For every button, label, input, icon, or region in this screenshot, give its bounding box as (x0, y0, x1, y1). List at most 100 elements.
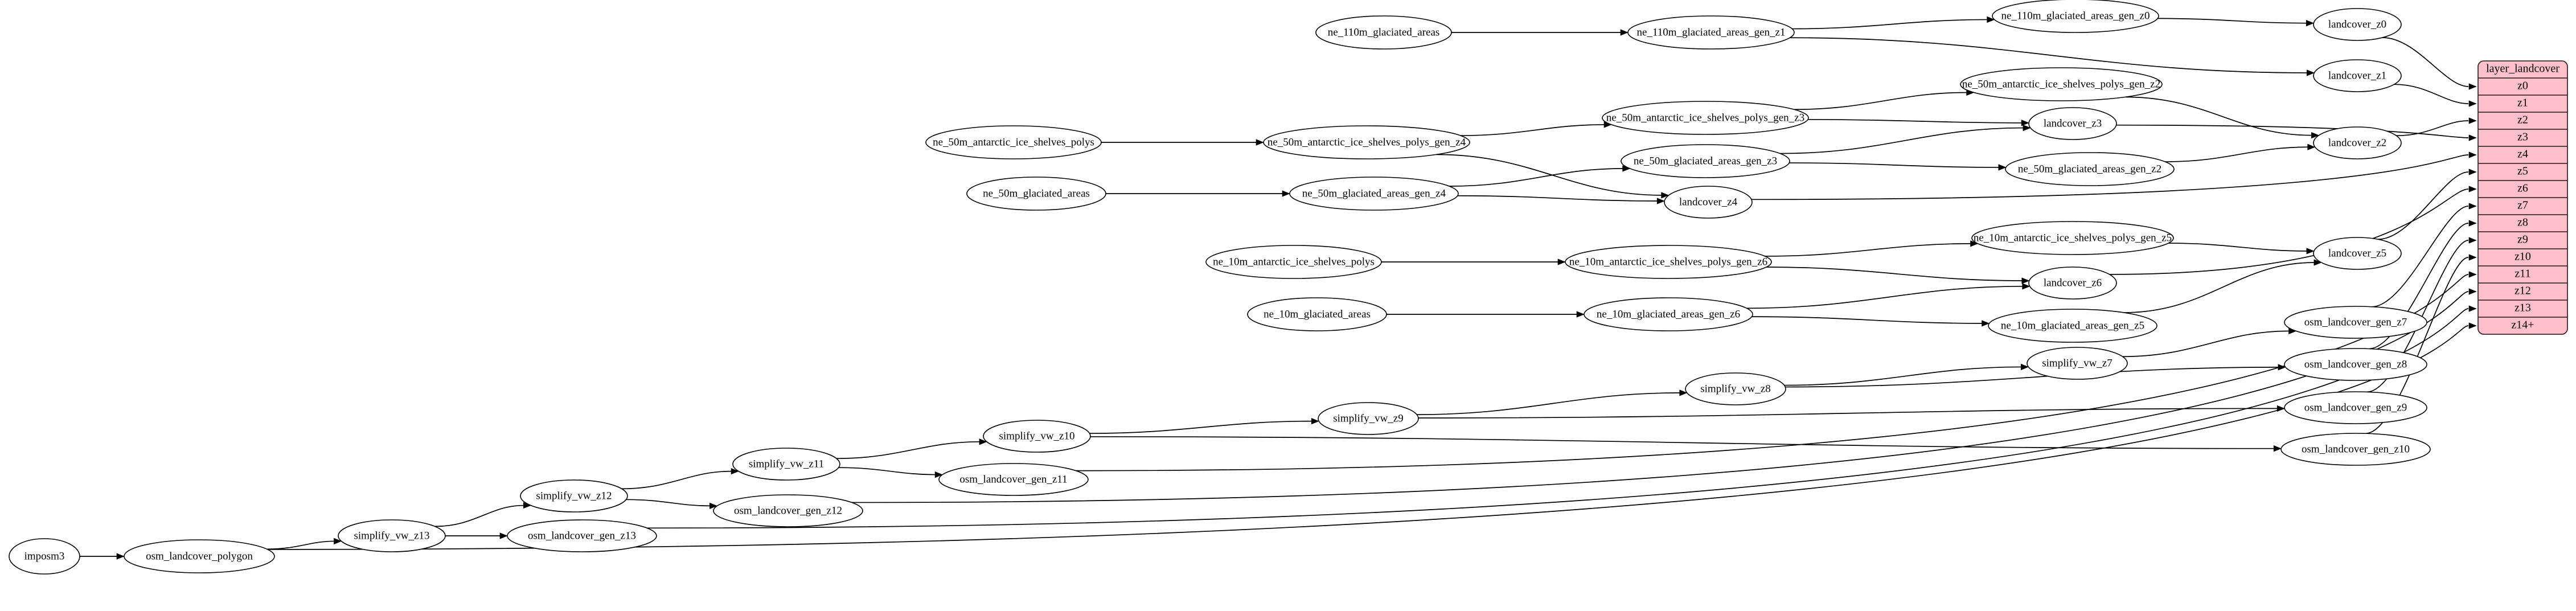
node-shape (2313, 8, 2402, 41)
graph-node-landcover_z6[interactable]: landcover_z6 (2028, 266, 2117, 300)
edge-arrowhead (1679, 389, 1688, 396)
node-label: ne_50m_antarctic_ice_shelves_polys (933, 136, 1094, 148)
graph-node-ne_50m_antarctic_ice_shelves_polys_gen_z4[interactable]: ne_50m_antarctic_ice_shelves_polys_gen_z… (1263, 125, 1470, 159)
graph-node-landcover_z2[interactable]: landcover_z2 (2313, 126, 2402, 159)
graph-node-landcover_z0[interactable]: landcover_z0 (2313, 8, 2402, 41)
edge-arrowhead (2311, 132, 2320, 139)
table-row-z13[interactable]: z13 (2515, 302, 2531, 314)
graph-node-ne_110m_glaciated_areas_gen_z1[interactable]: ne_110m_glaciated_areas_gen_z1 (1627, 15, 1795, 50)
graph-node-ne_50m_glaciated_areas_gen_z3[interactable]: ne_50m_glaciated_areas_gen_z3 (1621, 144, 1790, 178)
graph-node-ne_10m_antarctic_ice_shelves_polys_gen_z6[interactable]: ne_10m_antarctic_ice_shelves_polys_gen_z… (1565, 245, 1772, 279)
graph-edge-ne_50m_antarctic_ice_shelves_polys_gen_z4-to-ne_50m_antarctic_ice_shelves_polys_gen_z3 (1460, 124, 1605, 136)
graph-node-landcover_z5[interactable]: landcover_z5 (2313, 237, 2402, 270)
edge-arrowhead (2021, 277, 2030, 284)
edge-arrowhead (2278, 364, 2286, 371)
graph-node-ne_10m_antarctic_ice_shelves_polys_gen_z5[interactable]: ne_10m_antarctic_ice_shelves_polys_gen_z… (1971, 221, 2174, 255)
edge-arrowhead (731, 468, 739, 475)
table-row-z2[interactable]: z2 (2517, 114, 2528, 126)
node-label: simplify_vw_z10 (999, 430, 1075, 442)
graph-node-ne_50m_antarctic_ice_shelves_polys[interactable]: ne_50m_antarctic_ice_shelves_polys (925, 125, 1102, 159)
graph-node-osm_landcover_gen_z7[interactable]: osm_landcover_gen_z7 (2284, 306, 2427, 339)
edge-arrowhead (2468, 151, 2477, 158)
edge-arrowhead (1557, 259, 1566, 265)
table-row-z0[interactable]: z0 (2517, 80, 2528, 92)
graph-edge-ne_10m_glaciated_areas_gen_z5-to-landcover_z5 (2124, 262, 2314, 313)
graph-node-ne_10m_glaciated_areas[interactable]: ne_10m_glaciated_areas (1247, 297, 1387, 331)
graph-edge-simplify_vw_z11-to-simplify_vw_z10 (836, 441, 979, 460)
node-shape (2028, 107, 2117, 140)
graph-edge-ne_110m_glaciated_areas_gen_z1-to-ne_110m_glaciated_areas_gen_z0 (1792, 19, 1987, 30)
graph-node-ne_50m_glaciated_areas_gen_z4[interactable]: ne_50m_glaciated_areas_gen_z4 (1289, 177, 1459, 211)
graph-node-ne_110m_glaciated_areas[interactable]: ne_110m_glaciated_areas (1315, 15, 1452, 50)
node-shape (507, 519, 657, 552)
edge-arrowhead (334, 538, 342, 545)
node-label: ne_50m_glaciated_areas_gen_z4 (1302, 187, 1446, 199)
graph-node-osm_landcover_gen_z10[interactable]: osm_landcover_gen_z10 (2280, 433, 2431, 466)
graph-node-simplify_vw_z8[interactable]: simplify_vw_z8 (1685, 372, 1786, 405)
edge-arrowhead (979, 438, 987, 445)
graph-node-landcover_z4[interactable]: landcover_z4 (1664, 186, 1753, 219)
graph-edge-landcover_z6-to-layer_landcover_z6 (2109, 188, 2469, 275)
node-shape (2027, 347, 2128, 380)
layer-landcover-table-header: layer_landcover (2486, 63, 2559, 75)
graph-node-landcover_z3[interactable]: landcover_z3 (2028, 107, 2117, 140)
graph-edge-osm_landcover_gen_z13-to-layer_landcover_z13 (647, 308, 2469, 529)
graph-node-simplify_vw_z9[interactable]: simplify_vw_z9 (1318, 402, 1419, 435)
graph-node-simplify_vw_z13[interactable]: simplify_vw_z13 (338, 519, 446, 552)
graph-node-simplify_vw_z12[interactable]: simplify_vw_z12 (520, 479, 628, 512)
graph-node-ne_10m_glaciated_areas_gen_z6[interactable]: ne_10m_glaciated_areas_gen_z6 (1584, 297, 1753, 331)
graph-node-simplify_vw_z7[interactable]: simplify_vw_z7 (2027, 347, 2128, 380)
table-row-z12[interactable]: z12 (2515, 285, 2531, 297)
graph-node-simplify_vw_z10[interactable]: simplify_vw_z10 (983, 420, 1091, 453)
edge-arrowhead (1256, 139, 1264, 146)
graph-node-ne_50m_antarctic_ice_shelves_polys_gen_z2[interactable]: ne_50m_antarctic_ice_shelves_polys_gen_z… (1960, 67, 2163, 101)
table-row-z10[interactable]: z10 (2515, 251, 2531, 263)
graph-node-ne_10m_antarctic_ice_shelves_polys[interactable]: ne_10m_antarctic_ice_shelves_polys (1205, 245, 1382, 279)
graph-node-ne_50m_antarctic_ice_shelves_polys_gen_z3[interactable]: ne_50m_antarctic_ice_shelves_polys_gen_z… (1602, 101, 1809, 135)
table-row-z11[interactable]: z11 (2515, 268, 2530, 280)
graph-node-osm_landcover_polygon[interactable]: osm_landcover_polygon (124, 539, 275, 573)
node-shape (1289, 177, 1459, 211)
edge-arrowhead (2468, 186, 2477, 192)
graph-node-osm_landcover_gen_z8[interactable]: osm_landcover_gen_z8 (2284, 348, 2427, 381)
table-row-z4[interactable]: z4 (2517, 148, 2528, 161)
node-shape (9, 538, 80, 575)
graph-node-landcover_z1[interactable]: landcover_z1 (2313, 59, 2402, 92)
graph-edge-ne_10m_glaciated_areas_gen_z6-to-landcover_z6 (1746, 285, 2023, 309)
graph-node-osm_landcover_gen_z12[interactable]: osm_landcover_gen_z12 (713, 494, 863, 527)
node-shape (713, 494, 863, 527)
table-row-z1[interactable]: z1 (2517, 97, 2528, 109)
edges-layer (80, 16, 2477, 560)
node-shape (1263, 125, 1470, 159)
graph-edge-ne_110m_glaciated_areas_gen_z0-to-landcover_z0 (2157, 18, 2307, 24)
graph-node-osm_landcover_gen_z11[interactable]: osm_landcover_gen_z11 (938, 463, 1089, 496)
graph-node-ne_10m_glaciated_areas_gen_z5[interactable]: ne_10m_glaciated_areas_gen_z5 (1988, 309, 2157, 343)
graph-node-ne_50m_glaciated_areas_gen_z2[interactable]: ne_50m_glaciated_areas_gen_z2 (2005, 152, 2175, 186)
graph-edge-osm_landcover_gen_z11-to-layer_landcover_z11 (1076, 274, 2469, 471)
graph-edge-simplify_vw_z12-to-simplify_vw_z11 (621, 470, 732, 490)
graph-node-simplify_vw_z11[interactable]: simplify_vw_z11 (732, 448, 840, 481)
graph-edge-simplify_vw_z7-to-osm_landcover_gen_z7 (2122, 330, 2289, 358)
table-row-z5[interactable]: z5 (2517, 165, 2528, 178)
node-shape (732, 448, 840, 481)
node-label: landcover_z4 (1679, 196, 1738, 208)
graph-node-imposm3[interactable]: imposm3 (9, 538, 80, 575)
node-label: ne_10m_antarctic_ice_shelves_polys (1213, 256, 1375, 268)
edge-arrowhead (1987, 16, 1995, 23)
graph-node-ne_110m_glaciated_areas_gen_z0[interactable]: ne_110m_glaciated_areas_gen_z0 (1992, 0, 2159, 33)
table-row-z9[interactable]: z9 (2517, 233, 2528, 246)
graph-node-osm_landcover_gen_z9[interactable]: osm_landcover_gen_z9 (2284, 391, 2427, 424)
edge-arrowhead (2468, 305, 2477, 312)
table-row-z7[interactable]: z7 (2517, 199, 2528, 212)
table-row-z14plus[interactable]: z14+ (2511, 319, 2534, 331)
node-label: simplify_vw_z11 (749, 458, 824, 470)
table-row-z3[interactable]: z3 (2517, 131, 2528, 143)
table-row-z6[interactable]: z6 (2517, 182, 2528, 195)
graph-node-osm_landcover_gen_z13[interactable]: osm_landcover_gen_z13 (507, 519, 657, 552)
node-label: ne_10m_glaciated_areas_gen_z5 (2001, 319, 2144, 331)
node-shape (1584, 297, 1753, 331)
graph-node-ne_50m_glaciated_areas[interactable]: ne_50m_glaciated_areas (966, 177, 1106, 211)
node-label: ne_50m_antarctic_ice_shelves_polys_gen_z… (1962, 78, 2160, 90)
node-label: ne_10m_glaciated_areas (1264, 308, 1371, 320)
table-row-z8[interactable]: z8 (2517, 216, 2528, 229)
